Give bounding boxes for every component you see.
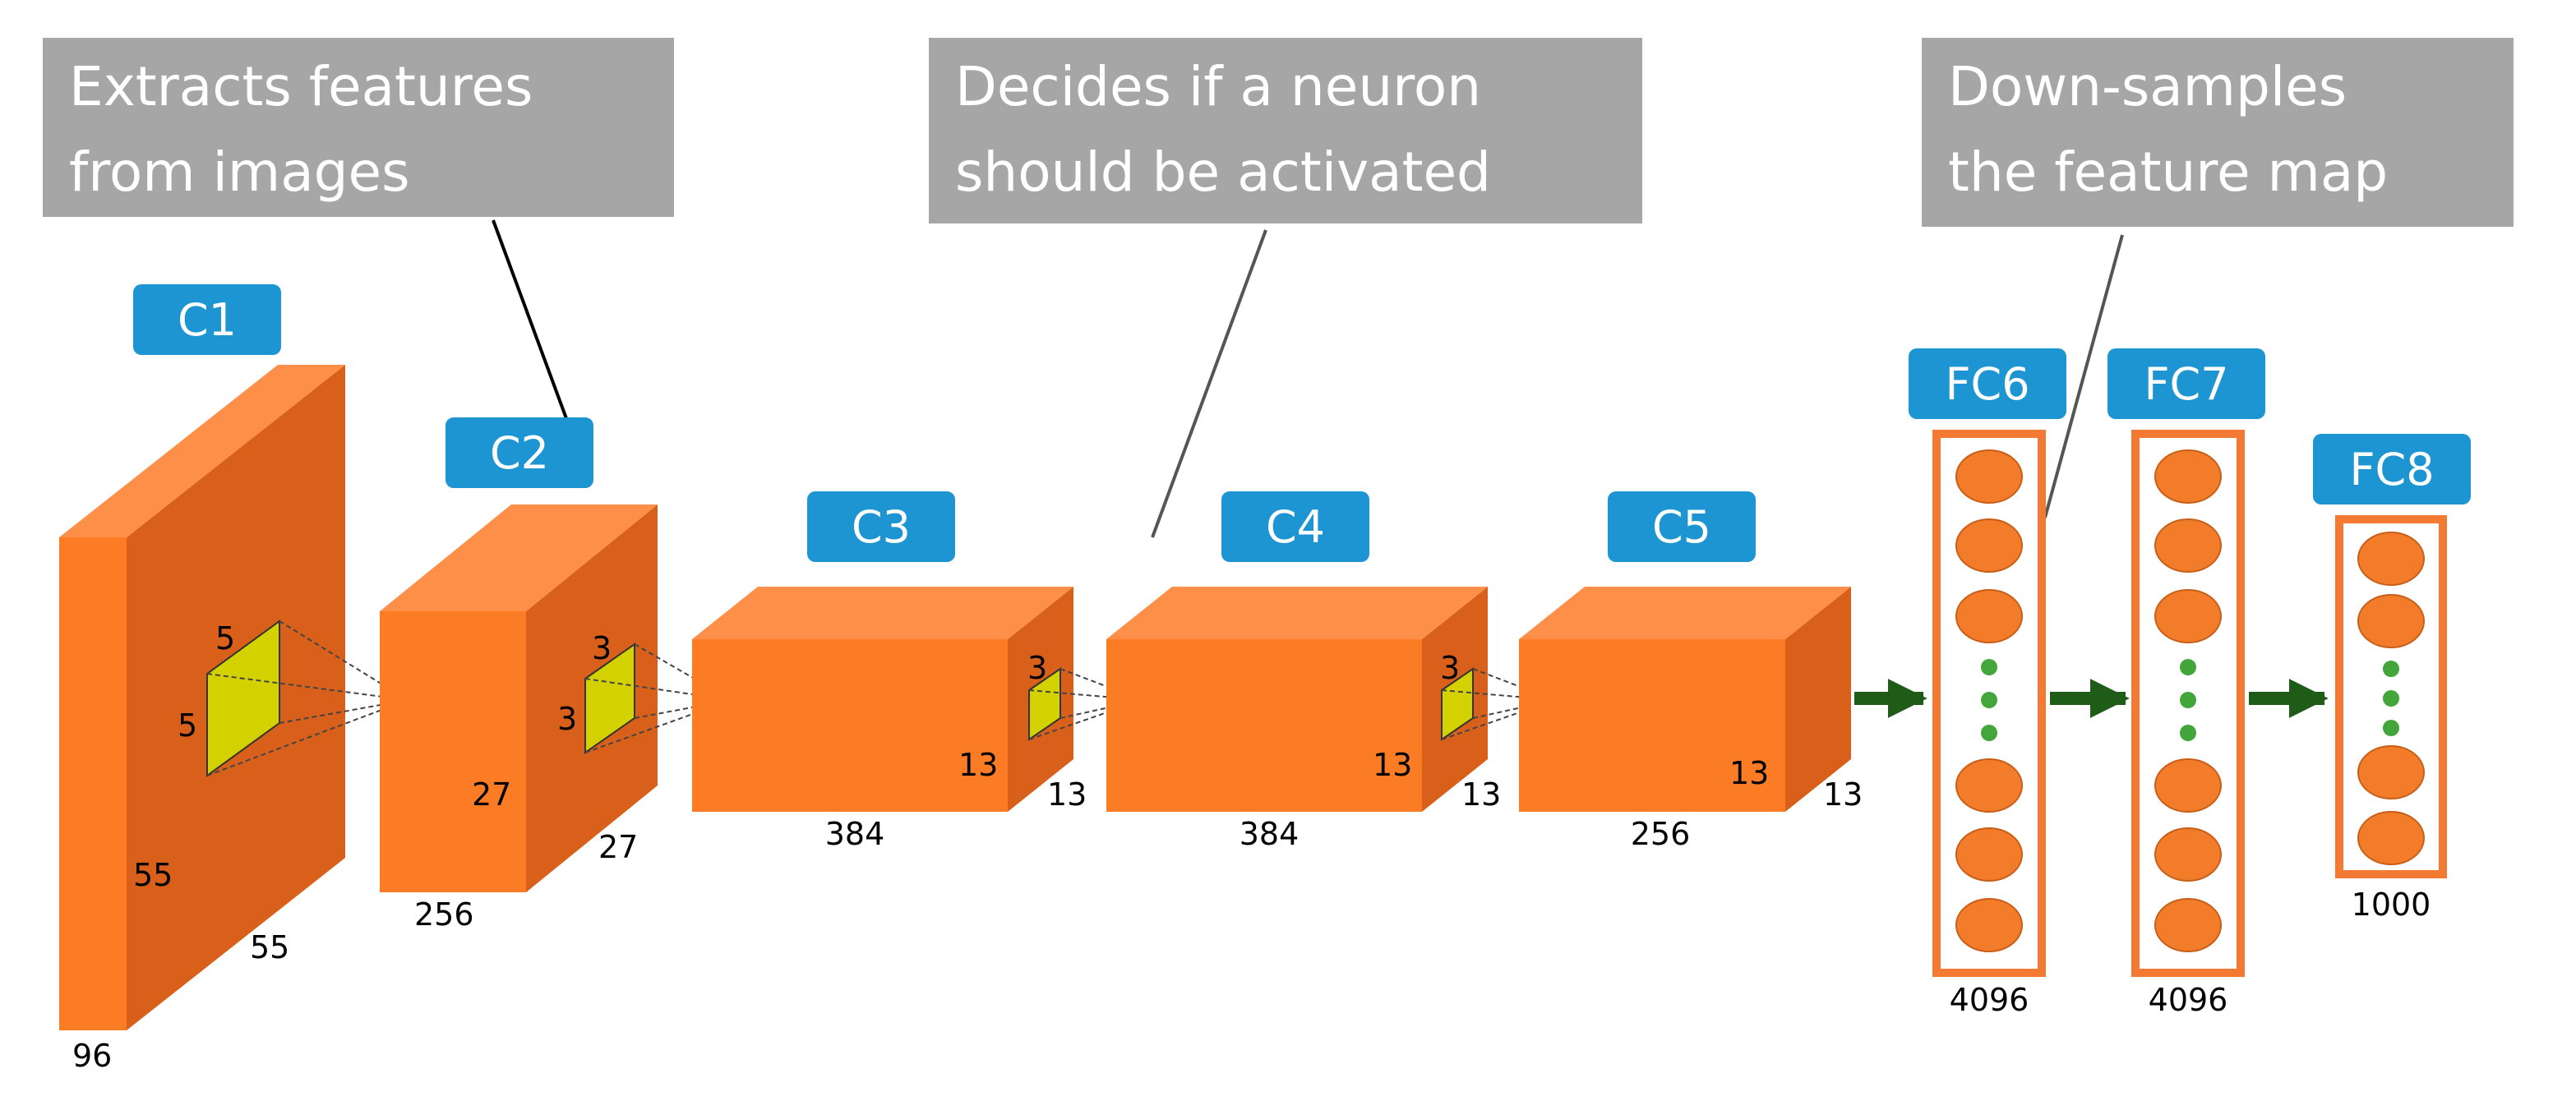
- c2-front-face: [380, 611, 526, 892]
- c3-projection-line: [1059, 668, 1143, 701]
- fc7-ellipsis-dot: [2180, 659, 2196, 675]
- fc8-ellipsis-dot: [2383, 690, 2399, 707]
- c5-depth-label: 256: [1630, 816, 1691, 852]
- fc8-neuron: [2357, 594, 2425, 648]
- callout-downsample-line-1: Down-samples: [1948, 55, 2347, 118]
- fc7-neuron: [2154, 898, 2222, 952]
- layer-badge-fc6: FC6: [1909, 348, 2066, 419]
- c2-projection-line: [584, 699, 732, 753]
- fc7-frame: [2131, 430, 2245, 977]
- c4-kernel-label: 3: [1440, 650, 1461, 686]
- c4-front-face: [1106, 639, 1422, 812]
- fc8-ellipsis-dot: [2383, 661, 2399, 677]
- fc7-neuron: [2154, 589, 2222, 643]
- callout-activate-line-1: Decides if a neuron: [955, 55, 1482, 118]
- layer-badge-c2: C2: [445, 417, 593, 488]
- c5-volume: [1519, 587, 1851, 812]
- c2-height-label: 27: [472, 776, 512, 813]
- fc6-frame: [1932, 430, 2046, 977]
- fc8-size-label: 1000: [2351, 887, 2431, 923]
- c1-kernel: [206, 620, 409, 777]
- layer-badge-fc8: FC8: [2313, 434, 2471, 504]
- layer-badge-c5: C5: [1608, 491, 1756, 562]
- layer-badge-c1: C1: [133, 284, 281, 355]
- c5-top-face: [1519, 587, 1851, 639]
- layer-badge-c4: C4: [1221, 491, 1369, 562]
- fc7-neuron: [2154, 758, 2222, 813]
- fc6-ellipsis-dot: [1981, 725, 1997, 741]
- c4-projection-line: [1472, 668, 1556, 701]
- fc6-neuron: [1955, 518, 2023, 573]
- c1-projection-line: [206, 673, 409, 701]
- fc7-neuron: [2154, 449, 2222, 504]
- c1-kernel-width-label: 5: [215, 620, 236, 656]
- callout-down-samples: Down-samples the feature map: [1922, 38, 2514, 227]
- c5-side-face: [1785, 587, 1851, 812]
- c3-width-label: 13: [1047, 776, 1087, 813]
- callout-activate-line-2: should be activated: [955, 141, 1491, 204]
- fc8-frame: [2335, 515, 2447, 878]
- c2-width-label: 27: [598, 829, 639, 865]
- fc8-ellipsis-dot: [2383, 720, 2399, 736]
- callout-extract-pointer: [492, 219, 569, 422]
- layer-badge-fc7: FC7: [2107, 348, 2265, 419]
- fc6-ellipsis-dot: [1981, 659, 1997, 675]
- fc7-ellipsis-dot: [2180, 692, 2196, 708]
- callout-extracts-features: Extracts features from images: [43, 38, 674, 217]
- c4-depth-label: 384: [1239, 816, 1300, 852]
- c2-top-face: [380, 504, 658, 611]
- fc6-size-label: 4096: [1949, 982, 2029, 1018]
- fc6-neuron: [1955, 589, 2023, 643]
- c3-top-face: [692, 587, 1073, 639]
- callout-downsample-pointer: [2043, 234, 2124, 518]
- c3-depth-label: 384: [824, 816, 885, 852]
- fc8-neuron: [2357, 745, 2425, 799]
- c1-kernel-height-label: 5: [178, 707, 198, 744]
- fc6-neuron: [1955, 758, 2023, 813]
- callout-neuron-activation: Decides if a neuron should be activated: [929, 38, 1642, 223]
- fc7-size-label: 4096: [2148, 982, 2228, 1018]
- c2-kernel: [584, 643, 732, 754]
- fc6-neuron: [1955, 827, 2023, 882]
- c3-height-label: 13: [958, 747, 999, 783]
- c1-volume: [59, 365, 345, 1030]
- c1-depth-label: 96: [72, 1038, 113, 1074]
- fc6-column: [1932, 430, 2046, 977]
- c4-width-label: 13: [1461, 776, 1502, 813]
- c4-top-face: [1106, 587, 1488, 639]
- c5-front-face: [1519, 639, 1785, 812]
- fc8-neuron: [2357, 811, 2425, 865]
- c1-top-face: [59, 365, 345, 537]
- layer-badge-c3: C3: [807, 491, 955, 562]
- fc8-neuron: [2357, 532, 2425, 586]
- c3-kernel-label: 3: [1027, 650, 1048, 686]
- c1-projection-line: [206, 699, 409, 776]
- fc7-column: [2131, 430, 2245, 977]
- fc6-neuron: [1955, 898, 2023, 952]
- c5-height-label: 13: [1729, 755, 1770, 791]
- callout-extract-line-2: from images: [69, 141, 410, 204]
- c2-kernel-height-label: 3: [557, 701, 578, 737]
- fc6-neuron: [1955, 449, 2023, 504]
- fc7-ellipsis-dot: [2180, 725, 2196, 741]
- c2-kernel-width-label: 3: [592, 630, 612, 666]
- c1-width-label: 55: [250, 929, 290, 965]
- fc7-neuron: [2154, 518, 2222, 573]
- c4-height-label: 13: [1373, 747, 1413, 783]
- c5-width-label: 13: [1823, 776, 1863, 813]
- c3-front-face: [692, 639, 1008, 812]
- callout-activate-pointer: [1151, 229, 1267, 538]
- fc7-neuron: [2154, 827, 2222, 882]
- callout-extract-line-1: Extracts features: [69, 55, 533, 118]
- c2-depth-label: 256: [414, 896, 474, 933]
- c4-volume: [1106, 587, 1488, 812]
- fc6-ellipsis-dot: [1981, 692, 1997, 708]
- callout-downsample-line-2: the feature map: [1948, 141, 2389, 204]
- c1-height-label: 55: [133, 857, 173, 893]
- c3-volume: [692, 587, 1073, 812]
- fc8-column: [2335, 515, 2447, 878]
- c1-front-face: [59, 537, 127, 1030]
